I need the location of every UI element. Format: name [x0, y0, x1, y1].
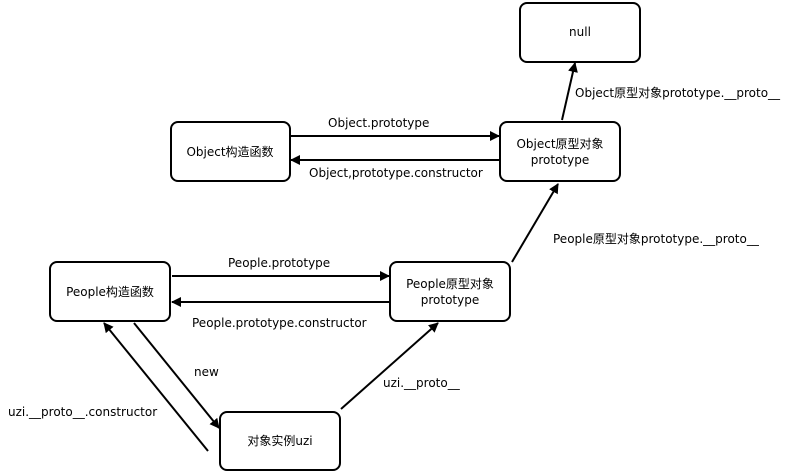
edge-label-object-prototype: Object.prototype	[328, 116, 429, 130]
node-instance-uzi-label: 对象实例uzi	[247, 433, 312, 448]
edge-label-uzi-constructor: uzi.__proto__.constructor	[8, 405, 157, 419]
edge-uzi-constructor	[103, 322, 209, 452]
node-null-label: null	[569, 25, 591, 39]
node-object-constructor: Object构造函数	[170, 121, 291, 182]
node-people-prototype-box	[389, 261, 511, 322]
edge-label-people-constructor: People.prototype.constructor	[192, 316, 367, 330]
edge-label-new: new	[194, 365, 219, 379]
node-instance-uzi-box	[219, 411, 341, 471]
node-object-prototype-label-1: Object原型对象	[516, 137, 603, 151]
node-people-prototype: People原型对象 prototype	[389, 261, 511, 322]
edges	[103, 62, 578, 452]
edge-new	[133, 322, 220, 429]
edge-label-object-proto-to-null: Object原型对象prototype.__proto__	[575, 86, 781, 100]
node-instance-uzi: 对象实例uzi	[219, 411, 341, 471]
node-object-prototype-box	[499, 121, 621, 182]
node-people-constructor-label: People构造函数	[66, 284, 154, 299]
node-object-prototype-label-2: prototype	[531, 153, 589, 167]
node-null: null	[519, 2, 641, 63]
edge-label-people-prototype: People.prototype	[228, 256, 330, 270]
node-people-constructor-box	[49, 261, 171, 322]
node-object-constructor-box	[170, 121, 291, 182]
node-object-constructor-label: Object构造函数	[186, 144, 273, 159]
node-people-constructor: People构造函数	[49, 261, 171, 322]
node-object-prototype: Object原型对象 prototype	[499, 121, 621, 182]
node-people-prototype-label-1: People原型对象	[406, 277, 494, 291]
node-null-box	[519, 2, 641, 63]
edge-label-people-proto-to-object-proto: People原型对象prototype.__proto__	[553, 232, 760, 246]
edge-people-proto-to-object-proto	[511, 183, 559, 263]
edge-label-object-constructor: Object,prototype.constructor	[309, 166, 483, 180]
edge-label-uzi-proto: uzi.__proto__	[383, 376, 461, 390]
edge-object-proto-to-null	[561, 62, 578, 121]
edge-uzi-proto	[340, 322, 439, 410]
edge-labels: Object原型对象prototype.__proto__ Object.pro…	[8, 86, 781, 419]
node-people-prototype-label-2: prototype	[421, 293, 479, 307]
